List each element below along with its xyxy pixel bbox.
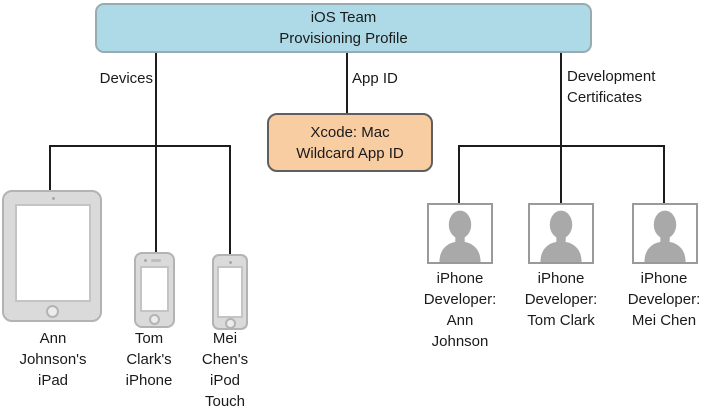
connector-appid-vertical <box>346 52 348 113</box>
certificate-label-tom-clark: iPhone Developer: Tom Clark <box>524 270 598 329</box>
connector-certs-horizontal <box>458 145 665 147</box>
connector-ipad-drop <box>49 145 51 190</box>
device-label-iphone: Tom Clark's iPhone <box>125 330 173 389</box>
connector-devices-horizontal <box>49 145 231 147</box>
ipod-home-button <box>225 318 236 329</box>
connector-devices-vertical <box>155 52 157 253</box>
ipod-camera-dot <box>229 261 232 264</box>
branch-label-app-id: App ID <box>352 70 398 87</box>
iphone-icon <box>134 252 175 328</box>
ipad-icon <box>2 190 102 322</box>
ipod-touch-icon <box>212 254 248 330</box>
root-node-provisioning-profile: iOS Team Provisioning Profile <box>95 3 592 53</box>
branch-label-devices: Devices <box>99 70 153 87</box>
connector-certs-vertical <box>560 52 562 203</box>
ipad-camera-dot <box>52 197 55 200</box>
connector-ipod-drop <box>229 145 231 254</box>
certificate-label-mei-chen: iPhone Developer: Mei Chen <box>627 270 701 329</box>
iphone-camera-dot <box>144 259 147 262</box>
connector-cert1-drop <box>458 145 460 203</box>
app-id-node: Xcode: Mac Wildcard App ID <box>267 113 433 172</box>
person-silhouette-icon <box>427 203 493 264</box>
ipad-home-button <box>46 305 59 318</box>
ipod-screen <box>217 266 243 318</box>
person-silhouette-icon <box>528 203 594 264</box>
device-label-ipod-touch: Mei Chen's iPod Touch <box>201 330 249 406</box>
connector-cert3-drop <box>663 145 665 203</box>
branch-label-development-certificates: Development Certificates <box>567 68 656 106</box>
iphone-home-button <box>149 314 160 325</box>
device-label-ipad: Ann Johnson's iPad <box>19 330 87 389</box>
certificate-label-ann-johnson: iPhone Developer: Ann Johnson <box>423 270 497 350</box>
iphone-speaker-slot <box>151 259 161 262</box>
person-silhouette-icon <box>632 203 698 264</box>
ipad-screen <box>15 204 91 302</box>
iphone-screen <box>140 266 169 312</box>
